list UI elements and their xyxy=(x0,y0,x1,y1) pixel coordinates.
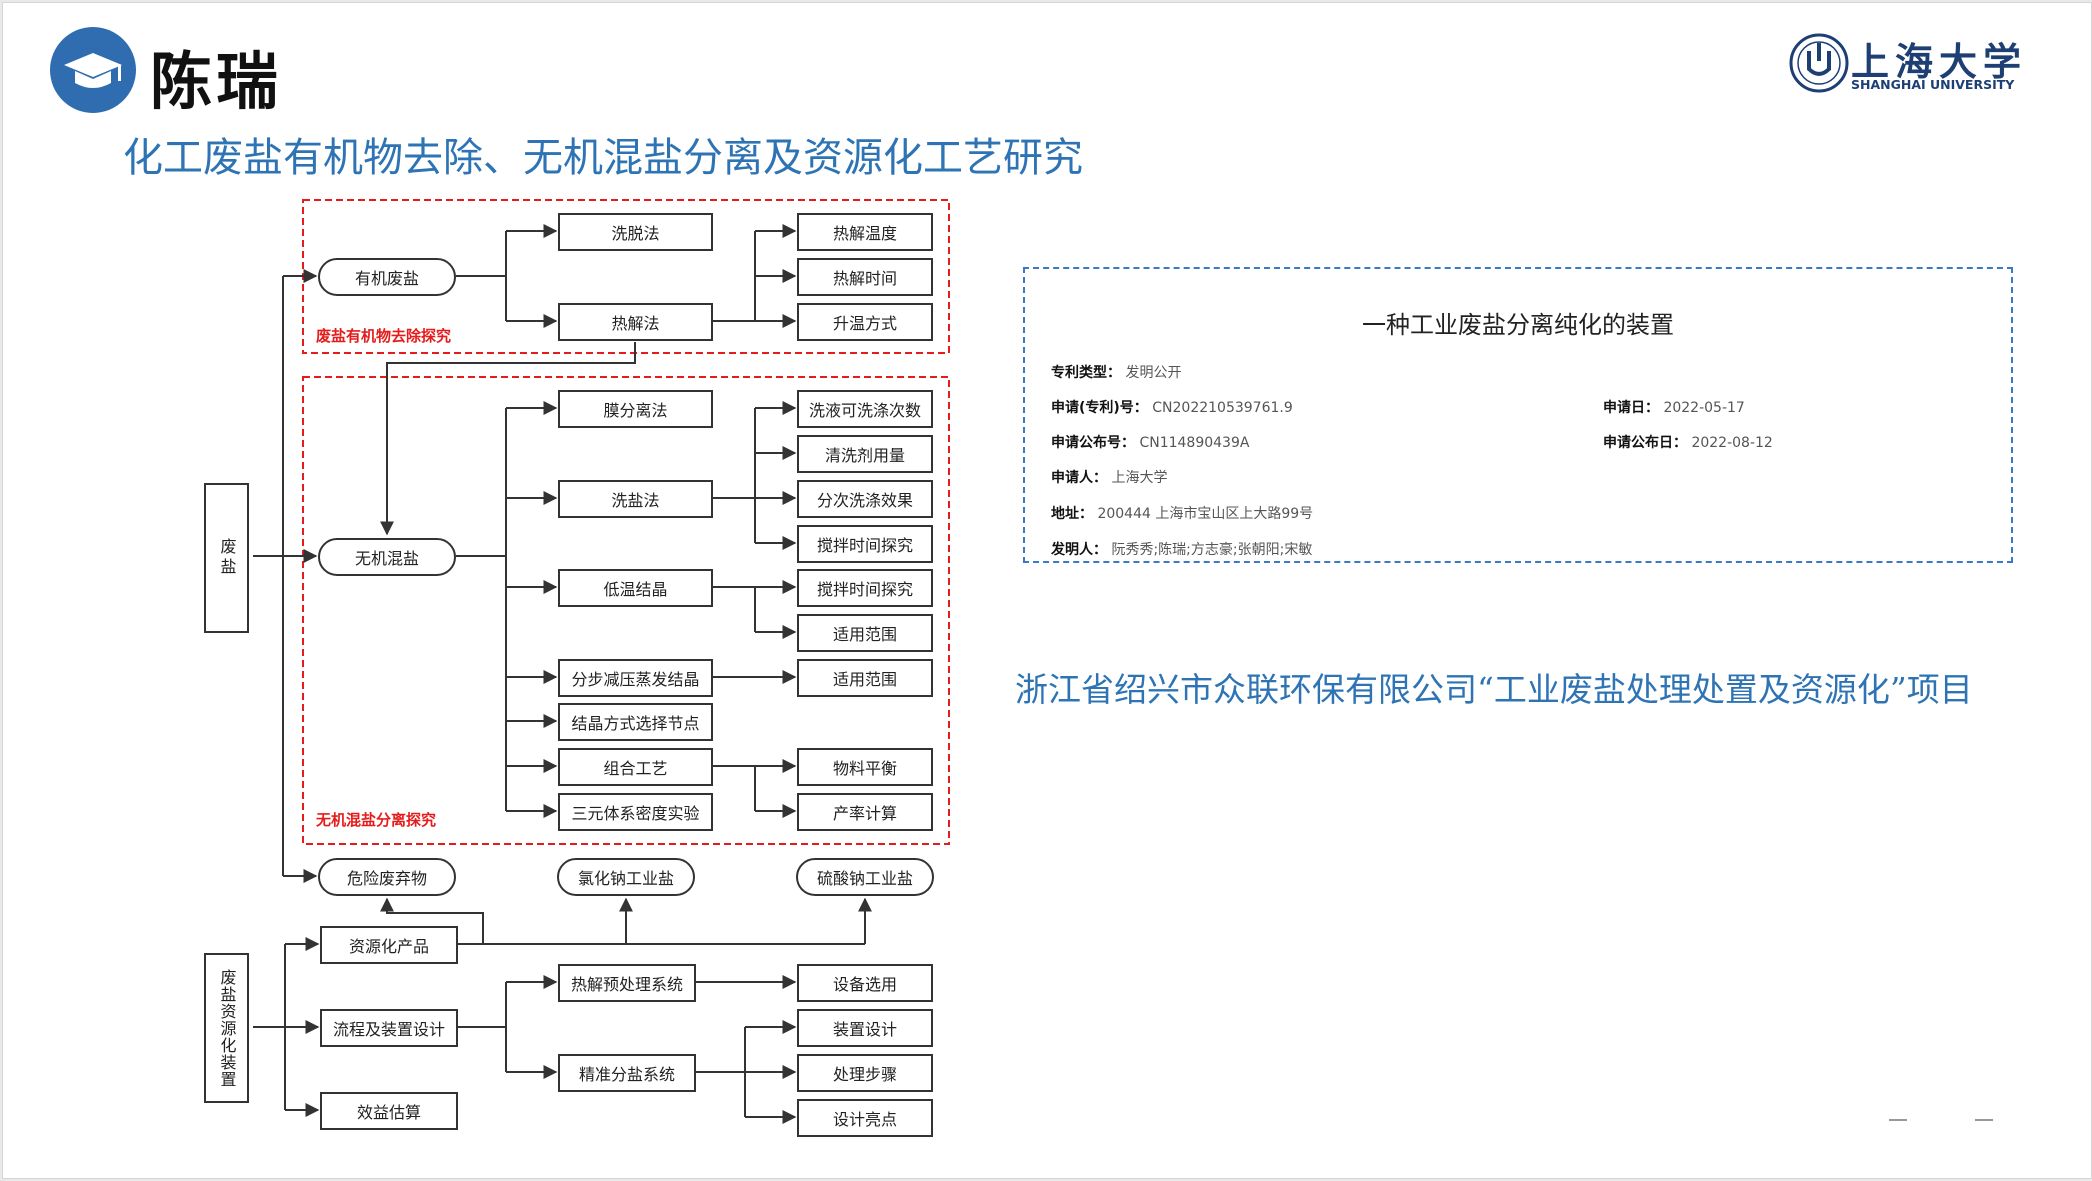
node-device-design: 装置设计 xyxy=(797,1009,933,1047)
patent-pub-no-label: 申请公布号： xyxy=(1051,435,1135,451)
node-processing-steps: 处理步骤 xyxy=(797,1054,933,1092)
node-design-highlights: 设计亮点 xyxy=(797,1099,933,1137)
patent-pub-date-value: 2022-08-12 xyxy=(1691,435,1773,451)
patent-app-date-label: 申请日： xyxy=(1603,400,1659,416)
patent-app-no-value: CN202210539761.9 xyxy=(1152,400,1293,416)
node-combined-process: 组合工艺 xyxy=(558,748,713,786)
node-organic-waste-salt: 有机废盐 xyxy=(318,258,456,296)
node-inorganic-mixed-salt: 无机混盐 xyxy=(318,538,456,576)
node-cleaning-agent-dosage: 清洗剂用量 xyxy=(797,435,933,473)
node-waste-salt: 废盐 xyxy=(204,483,249,633)
node-salt-washing: 洗盐法 xyxy=(558,480,713,518)
node-yield-calculation: 产率计算 xyxy=(797,793,933,831)
node-material-balance: 物料平衡 xyxy=(797,748,933,786)
node-stirring-time-study: 搅拌时间探究 xyxy=(797,569,933,607)
node-resource-products: 资源化产品 xyxy=(320,926,458,964)
patent-app-date-value: 2022-05-17 xyxy=(1663,400,1745,416)
patent-inventors-label: 发明人： xyxy=(1051,542,1107,558)
diagram-connectors xyxy=(253,199,950,1124)
node-heating-mode: 升温方式 xyxy=(797,303,933,341)
node-wash-liquid-cycles: 洗液可洗涤次数 xyxy=(797,390,933,428)
node-process-device-design: 流程及装置设计 xyxy=(320,1009,458,1047)
node-membrane-separation: 膜分离法 xyxy=(558,390,713,428)
node-crystallization-node-selection: 结晶方式选择节点 xyxy=(558,703,713,741)
patent-card: 一种工业废盐分离纯化的装置 专利类型： 发明公开 申请(专利)号： CN2022… xyxy=(1023,267,2013,563)
node-applicable-range: 适用范围 xyxy=(797,659,933,697)
graduation-cap-icon xyxy=(64,53,122,88)
region-label-inorganic: 无机混盐分离探究 xyxy=(316,811,437,829)
node-resource-device: 废盐资源化装置 xyxy=(204,953,249,1103)
node-applicable-range: 适用范围 xyxy=(797,614,933,652)
patent-inventors-value: 阮秀秀;陈瑞;方志豪;张朝阳;宋敏 xyxy=(1111,542,1313,558)
patent-address-label: 地址： xyxy=(1051,506,1093,522)
patent-type-value: 发明公开 xyxy=(1125,365,1182,381)
node-pyrolysis-time: 热解时间 xyxy=(797,258,933,296)
patent-pub-date-label: 申请公布日： xyxy=(1603,435,1687,451)
node-ternary-density-experiment: 三元体系密度实验 xyxy=(558,793,713,831)
patent-title: 一种工业废盐分离纯化的装置 xyxy=(1362,311,1674,339)
patent-address-value: 200444 上海市宝山区上大路99号 xyxy=(1097,506,1314,522)
presenter-name: 陈瑞 xyxy=(150,45,283,118)
region-inorganic-separation xyxy=(302,376,950,845)
node-staged-wash-effect: 分次洗涤效果 xyxy=(797,480,933,518)
patent-app-no-label: 申请(专利)号： xyxy=(1051,400,1148,416)
patent-applicant-label: 申请人： xyxy=(1051,470,1107,486)
patent-applicant-value: 上海大学 xyxy=(1111,470,1168,486)
page-title: 化工废盐有机物去除、无机混盐分离及资源化工艺研究 xyxy=(123,135,1083,181)
university-seal-icon xyxy=(1789,33,1849,93)
node-stepwise-evaporation: 分步减压蒸发结晶 xyxy=(558,659,713,697)
node-benefit-estimation: 效益估算 xyxy=(320,1092,458,1130)
node-pyrolysis-pretreatment: 热解预处理系统 xyxy=(558,964,696,1002)
university-name-cn: 上海大学 xyxy=(1851,39,2028,84)
decor-dash xyxy=(1975,1119,1993,1121)
node-fine-salt-separation: 精准分盐系统 xyxy=(558,1054,696,1092)
university-name-en: SHANGHAI UNIVERSITY xyxy=(1851,77,2015,92)
decor-dash xyxy=(1889,1119,1907,1121)
node-pyrolysis-temperature: 热解温度 xyxy=(797,213,933,251)
node-sodium-sulfate-salt: 硫酸钠工业盐 xyxy=(796,858,934,896)
presenter-badge xyxy=(50,27,136,113)
region-label-organic: 废盐有机物去除探究 xyxy=(316,327,452,345)
node-sodium-chloride-salt: 氯化钠工业盐 xyxy=(557,858,695,896)
node-equipment-selection: 设备选用 xyxy=(797,964,933,1002)
node-pyrolysis-method: 热解法 xyxy=(558,303,713,341)
node-hazardous-waste: 危险废弃物 xyxy=(318,858,456,896)
node-low-temp-crystallization: 低温结晶 xyxy=(558,569,713,607)
patent-type-label: 专利类型： xyxy=(1051,365,1121,381)
project-description: 浙江省绍兴市众联环保有限公司“工业废盐处理处置及资源化”项目 xyxy=(1015,670,1973,709)
patent-pub-no-value: CN114890439A xyxy=(1139,435,1250,451)
node-stirring-time-study: 搅拌时间探究 xyxy=(797,525,933,563)
node-elution-method: 洗脱法 xyxy=(558,213,713,251)
